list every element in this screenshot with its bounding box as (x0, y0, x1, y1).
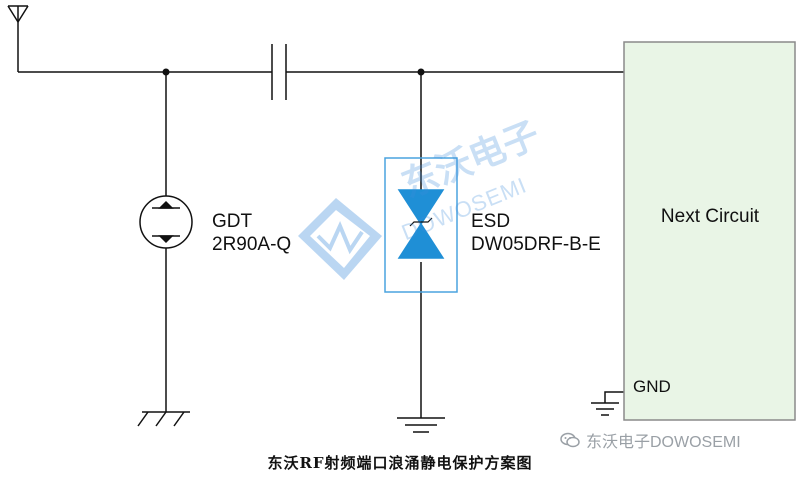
ground-symbol-esd (397, 417, 445, 433)
junction-dot-esd (417, 68, 425, 76)
chassis-ground-symbol (137, 411, 190, 427)
watermark-logo (298, 198, 382, 280)
gdt-part-number: 2R90A-Q (212, 234, 292, 255)
gdt-label: GDT (212, 211, 253, 232)
capacitor-symbol (271, 44, 287, 100)
diagram-caption: 东沃RF射频端口浪涌静电保护方案图 (267, 454, 533, 472)
footer-brand: 东沃电子DOWOSEMI (560, 428, 741, 452)
ground-symbol-next-circuit (591, 391, 624, 416)
antenna-symbol (7, 5, 29, 72)
esd-diode-symbol (397, 189, 445, 259)
junction-dot-gdt (162, 68, 170, 76)
next-circuit-box (623, 41, 796, 421)
esd-part-number: DW05DRF-B-E (471, 234, 601, 255)
esd-package-outline (384, 157, 458, 293)
gdt-symbol (139, 195, 193, 249)
gnd-label: GND (633, 377, 671, 396)
wechat-icon (560, 432, 580, 448)
next-circuit-label: Next Circuit (660, 206, 760, 227)
esd-label: ESD (471, 211, 511, 232)
footer-brand-text: 东沃电子DOWOSEMI (586, 434, 741, 451)
